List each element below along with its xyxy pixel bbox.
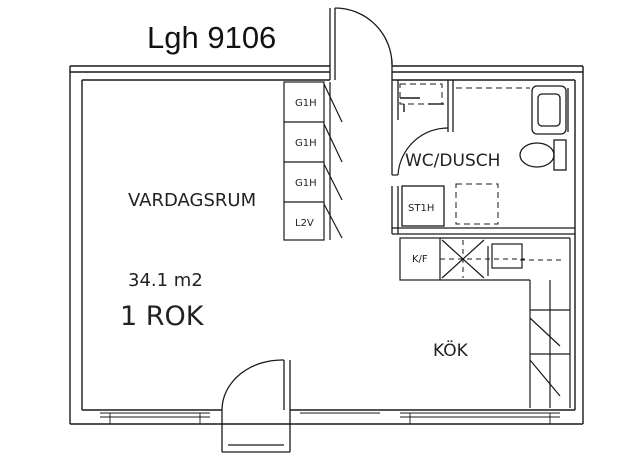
entrance-door [329, 7, 393, 80]
balcony-door [221, 359, 291, 453]
room-label-living: VARDAGSRUM [128, 190, 256, 211]
closet-block [283, 81, 343, 241]
bathroom-dashed-marks [400, 97, 444, 112]
closet-label-3: G1H [295, 178, 317, 189]
room-label-kitchen: KÖK [433, 339, 469, 361]
bath-storage-label: ST1H [408, 203, 434, 214]
apartment-title: Lgh 9106 [147, 20, 276, 55]
apartment-type-label: 1 ROK [120, 301, 205, 332]
outer-walls [69, 65, 584, 425]
bathroom-walls [391, 80, 575, 235]
bathroom-door [392, 127, 449, 176]
closet-label-4: L2V [295, 218, 314, 229]
bath-storage [401, 185, 445, 227]
room-label-bathroom: WC/DUSCH [405, 151, 500, 171]
area-label: 34.1 m2 [128, 270, 203, 291]
closet-label-1: G1H [295, 98, 317, 109]
bathroom-dashed-fixtures [399, 83, 530, 225]
kitchen-unit-label: K/F [412, 254, 428, 265]
sink [531, 85, 569, 135]
closet-label-2: G1H [295, 138, 317, 149]
toilet [519, 139, 567, 171]
kitchen-dashed [440, 240, 565, 278]
windows-bottom [100, 412, 560, 424]
